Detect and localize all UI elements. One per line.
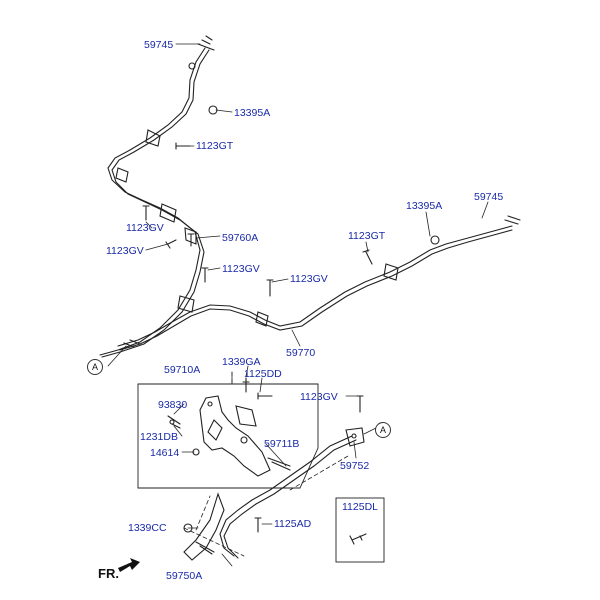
pedal-assembly-box: [137, 383, 319, 489]
label-1125dd: 1125DD: [244, 368, 282, 380]
label-1125ad: 1125AD: [274, 518, 312, 530]
label-1123gv-e: 1123GV: [300, 391, 338, 403]
label-59710a: 59710A: [164, 364, 201, 376]
label-1123gt-left: 1123GT: [196, 140, 234, 152]
label-59752: 59752: [340, 460, 370, 472]
label-59745-right: 59745: [474, 191, 504, 203]
label-1231db: 1231DB: [140, 431, 178, 443]
dashed-lines: [183, 371, 349, 557]
label-1123gv-c: 1123GV: [222, 263, 260, 275]
pedal-assembly: [167, 377, 291, 477]
label-1123gv-a: 1123GV: [126, 222, 164, 234]
label-1123gv-b: 1123GV: [106, 245, 144, 257]
front-arrow-icon: [118, 558, 140, 572]
label-13395a-right: 13395A: [406, 200, 443, 212]
bolt-1125dl-icon: [349, 533, 367, 545]
label-1123gt-right: 1123GT: [348, 230, 386, 242]
label-59770: 59770: [286, 347, 316, 359]
part-1125dl-box: [335, 497, 385, 563]
label-59745-top: 59745: [144, 39, 174, 51]
reference-a-right: A: [375, 422, 391, 438]
label-93830: 93830: [158, 399, 188, 411]
label-14614: 14614: [150, 447, 180, 459]
cable-59770: [117, 215, 521, 351]
label-59760a: 59760A: [222, 232, 259, 244]
label-59711b: 59711B: [264, 438, 300, 450]
bolt-icons: [142, 142, 373, 533]
label-1339ga: 1339GA: [222, 356, 261, 368]
direction-label: FR.: [98, 566, 119, 581]
label-1339cc: 1339CC: [128, 522, 167, 534]
label-1125dl: 1125DL: [341, 501, 378, 513]
label-59750a: 59750A: [166, 570, 203, 582]
label-1123gv-d: 1123GV: [290, 273, 328, 285]
label-13395a-top: 13395A: [234, 107, 271, 119]
reference-a-left: A: [87, 359, 103, 375]
